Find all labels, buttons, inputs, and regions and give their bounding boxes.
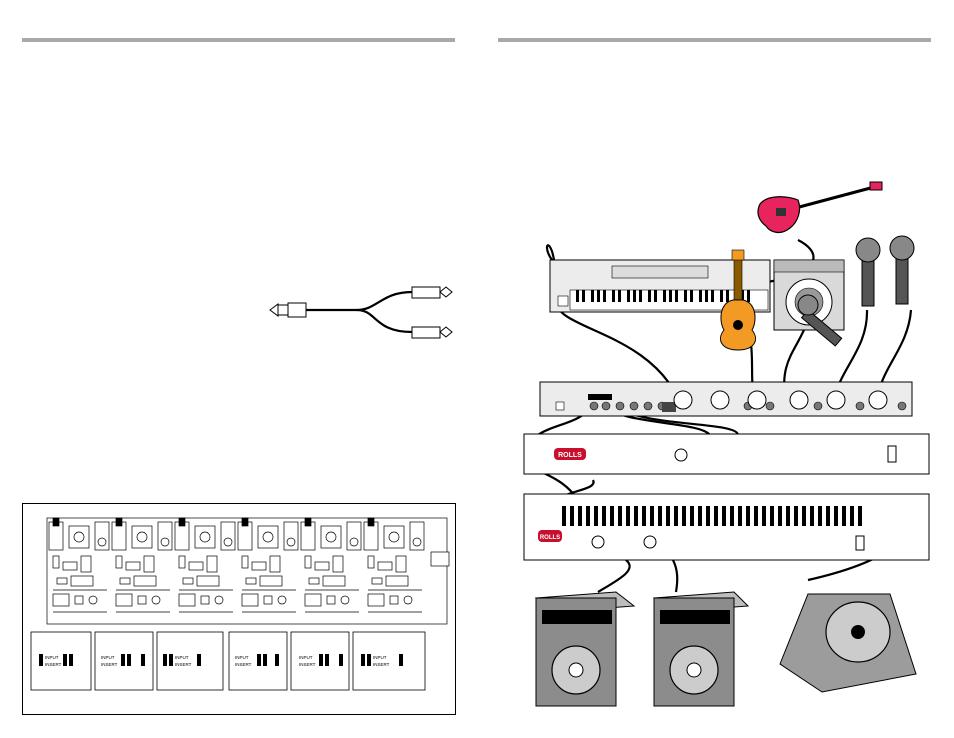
speaker-right <box>652 591 750 707</box>
jumper-label-input: INPUT <box>299 655 313 660</box>
stage-monitor <box>779 593 917 693</box>
jumper-label-insert: INSERT <box>101 662 118 667</box>
microphones <box>797 235 915 347</box>
mixer-rear-panel <box>539 381 913 417</box>
amplifier-brand-logo: ROLLS <box>540 535 560 541</box>
rolls-processor-unit: ROLLS <box>523 433 930 475</box>
header-rule-left <box>22 38 455 42</box>
y-cable-illustration <box>269 286 453 339</box>
system-hookup-diagram: ROLLS ROLLS <box>523 181 930 707</box>
jumper-label-insert: INSERT <box>175 662 192 667</box>
jumper-label-input: INPUT <box>373 655 387 660</box>
jumper-label-insert: INSERT <box>45 662 62 667</box>
jumper-label-insert: INSERT <box>373 662 390 667</box>
jumper-label-input: INPUT <box>45 655 59 660</box>
circuit-board-figure: INPUT INSERT INPUT INSERT INPUT INSERT I… <box>22 503 456 715</box>
circuit-board-drawing: INPUT INSERT INPUT INSERT INPUT INSERT I… <box>30 517 450 691</box>
header-rule-right <box>498 38 931 42</box>
processor-brand-logo: ROLLS <box>558 452 582 459</box>
acoustic-guitar <box>720 249 756 351</box>
jumper-label-input: INPUT <box>101 655 115 660</box>
speaker-left <box>534 591 636 707</box>
rolls-power-amplifier: ROLLS <box>523 493 930 561</box>
electric-guitar <box>757 181 883 234</box>
jumper-label-input: INPUT <box>235 655 249 660</box>
jumper-label-input: INPUT <box>175 655 189 660</box>
jumper-label-insert: INSERT <box>299 662 316 667</box>
jumper-label-insert: INSERT <box>235 662 252 667</box>
